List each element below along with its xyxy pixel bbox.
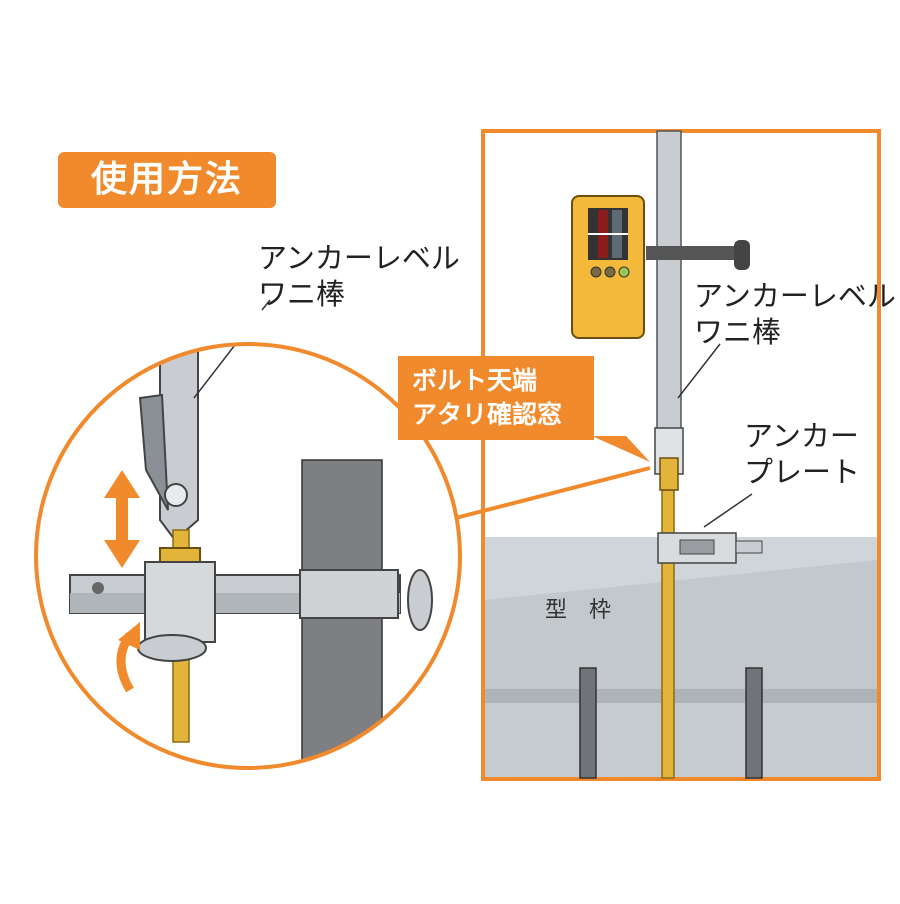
bolt-top-window [659,457,679,491]
right-rod-label-line1: アンカーレベル [694,279,896,313]
receiver-knob [734,240,750,270]
formwork-label: 型枠 [545,598,634,623]
receiver-button-1 [590,266,602,278]
staff-pivot [164,483,188,507]
jaw-clip [138,393,169,511]
anchor-plate [657,532,763,564]
zoom-connector [439,466,651,524]
detail-circle-content [36,344,460,768]
form-tie-left [579,667,597,779]
left-rod-label-line2: ワニ棒 [258,277,346,311]
formwork-highlight [485,537,877,600]
plate-label-line1: アンカー [744,419,859,453]
right-rod-label: アンカーレベル ワニ棒 [694,278,896,350]
level-staff [656,130,682,432]
detail-circle-border [34,342,462,770]
receiver-button-3 [618,266,630,278]
right-rod-label-line2: ワニ棒 [694,315,782,349]
clamp-slider [144,561,216,643]
staff-end [159,344,199,542]
anchor-plate-screw [735,540,763,554]
left-leader-line [193,344,263,399]
section-title: 使用方法 [58,152,276,208]
form-tie-right [745,667,763,779]
formwork-wall [301,459,383,768]
left-rod-label: アンカーレベル ワニ棒 [258,240,460,312]
plate-leader-line [703,493,753,528]
plate-label-line2: プレート [744,455,861,489]
detail-background [36,344,460,768]
formwork-lower [485,703,877,777]
callout-line2: アタリ確認窓 [412,400,563,429]
right-panel [481,129,881,781]
left-leader-line-ext [261,299,271,311]
plate-label: アンカー プレート [744,418,860,490]
left-rod-label-line1: アンカーレベル [258,241,460,275]
rod-leader-line [677,343,721,399]
bolt-window-callout: ボルト天端 アタリ確認窓 [398,356,594,440]
receiver-arm [646,246,742,260]
vertical-adjust-arrow-icon [104,470,140,568]
receiver-center-line [588,233,628,235]
callout-pointer [592,436,650,462]
wing-nut-lower [137,634,207,662]
callout-line1: ボルト天端 [412,366,538,395]
clamp-hole [92,582,104,594]
receiver-button-2 [604,266,616,278]
clamp-end [299,569,399,619]
laser-receiver [571,195,750,339]
anchor-plate-slot [679,539,715,555]
formwork-edge [485,689,877,703]
wing-nut-right [407,569,433,631]
rotate-arrow-head-icon [118,622,140,650]
